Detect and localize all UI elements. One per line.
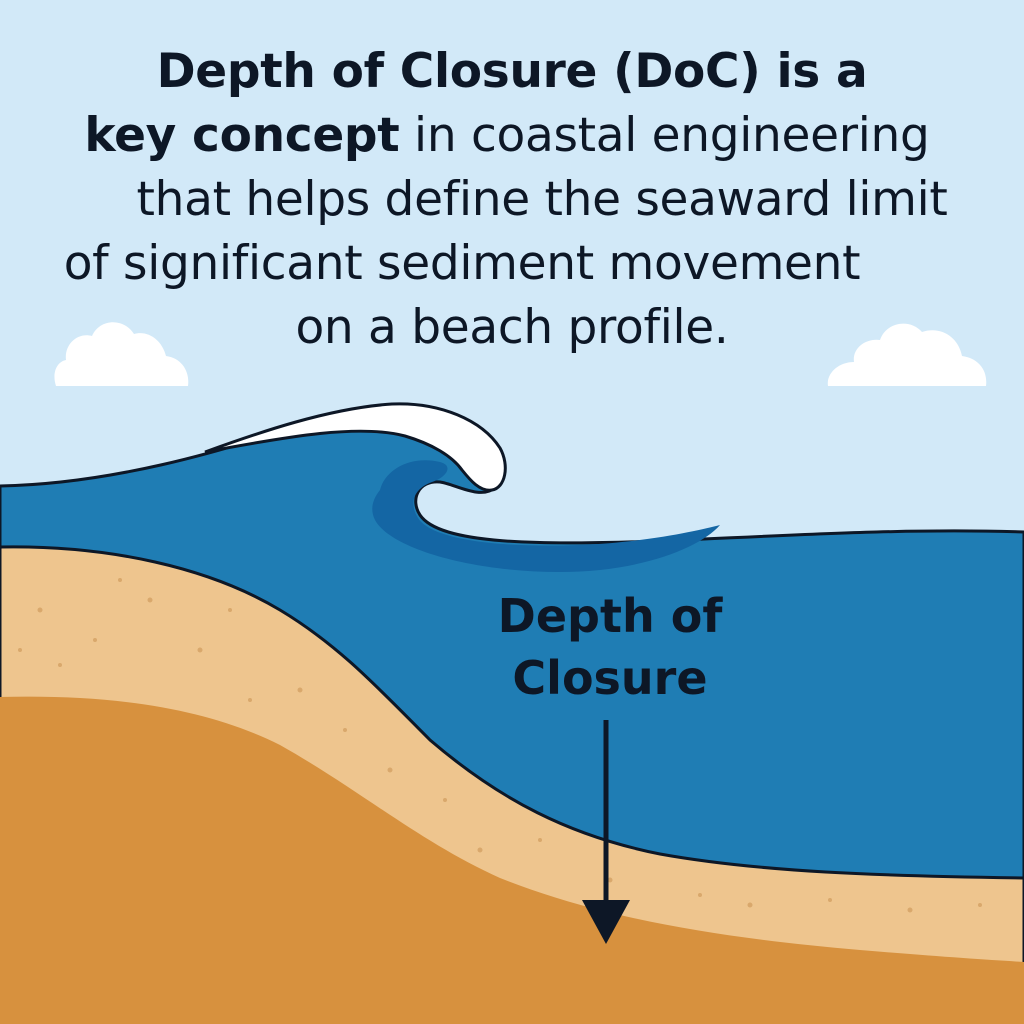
wave-foam-crest <box>204 402 507 492</box>
sand-texture <box>18 578 982 913</box>
depth-of-closure-label-line-2: Closure <box>512 651 708 705</box>
headline-line-2-rest: in coastal engineering <box>399 108 930 163</box>
depth-of-closure-arrow-head <box>582 900 630 944</box>
wave-curl-shadow <box>372 460 720 572</box>
headline-line-3: that helps define the seaward limit <box>136 172 948 227</box>
cloud-right-icon <box>827 323 987 386</box>
headline-text: Depth of Closure (DoC) is a key concept … <box>0 40 1024 360</box>
headline-line-4: of significant sediment movement <box>63 236 861 291</box>
headline-line-2: key concept in coastal engineering <box>0 104 1024 168</box>
headline-key-concept: key concept <box>84 108 400 163</box>
headline-line-1: Depth of Closure (DoC) is a <box>156 44 868 99</box>
headline-line-5: on a beach profile. <box>295 300 729 355</box>
depth-of-closure-label: Depth of Closure <box>470 585 750 709</box>
depth-of-closure-label-line-1: Depth of <box>497 589 723 643</box>
sand-lower-layer <box>0 696 1024 1024</box>
cloud-left-icon <box>54 322 189 386</box>
